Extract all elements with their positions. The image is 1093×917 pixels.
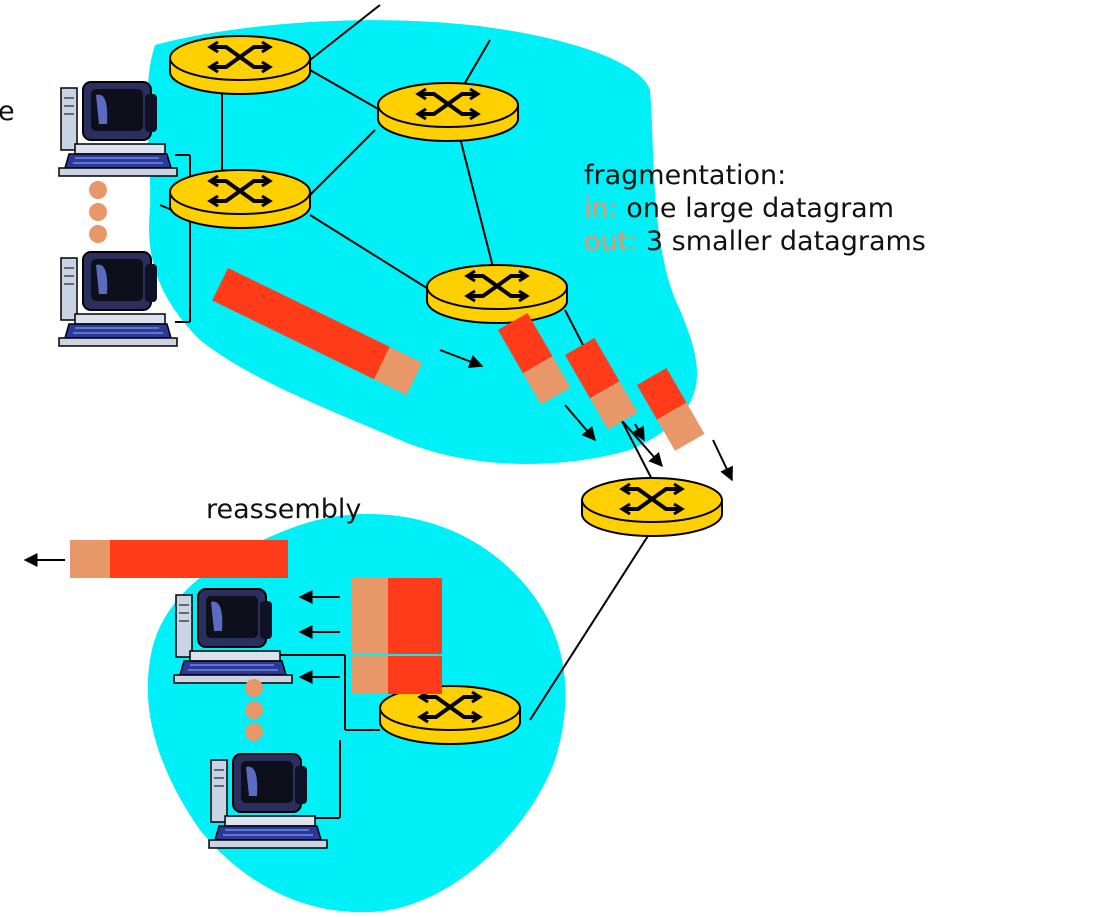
router-icon [425, 263, 569, 325]
reassembled-datagram [70, 540, 288, 578]
router-icon [168, 34, 312, 96]
fragment-datagram [352, 656, 442, 694]
fragmentation-title: fragmentation: [584, 160, 787, 191]
network-cloud-top [147, 20, 698, 464]
fragment-datagram [352, 578, 442, 616]
edge-text-fragment: e [0, 96, 15, 127]
arrow-icon [439, 349, 484, 369]
arrow-icon [564, 404, 596, 442]
reassembly-label: reassembly [206, 494, 362, 525]
router-icon [376, 81, 520, 143]
fragment-datagram [498, 313, 571, 405]
large-datagram [212, 268, 423, 396]
in-keyword: in: [584, 193, 618, 224]
arrow-icon [712, 439, 733, 482]
arrow-icon [622, 421, 663, 468]
vertical-ellipsis-icon [89, 181, 107, 243]
out-line: out: 3 smaller datagrams [584, 228, 926, 255]
in-text: one large datagram [617, 193, 895, 224]
fragment-datagram [565, 338, 638, 430]
arrow-icon [631, 423, 645, 442]
fragment-datagram [352, 616, 442, 654]
fragment-datagram [637, 368, 705, 451]
router-icon [378, 684, 522, 746]
out-text: 3 smaller datagrams [637, 226, 926, 257]
out-keyword: out: [584, 226, 638, 257]
fragmentation-label: fragmentation: in: one large datagram ou… [584, 162, 926, 261]
router-icon [580, 476, 724, 538]
vertical-ellipsis-icon [245, 679, 263, 741]
in-line: in: one large datagram [584, 195, 926, 222]
router-icon [168, 168, 312, 230]
